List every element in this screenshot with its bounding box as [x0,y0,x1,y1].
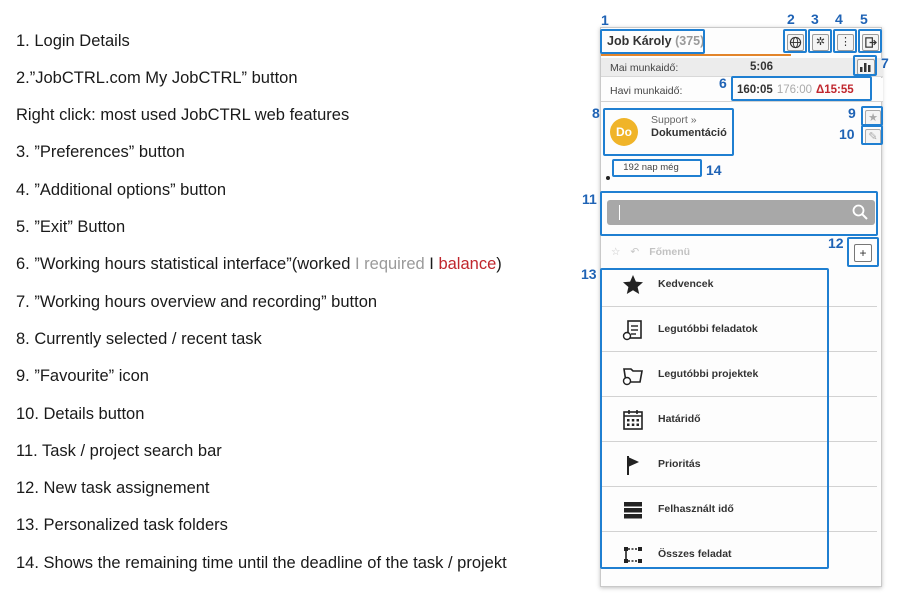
legend-item: 7. ”Working hours overview and recording… [16,293,378,311]
callout-11: 11 [582,191,597,207]
folder-label: Kedvencek [658,278,714,290]
legend-item-6-suffix: ) [496,255,502,273]
folder-label: Összes feladat [658,548,732,560]
favourite-button[interactable]: ★ [865,110,881,126]
hours-required: 176:00 [776,84,812,96]
preferences-button[interactable]: ✲ [812,34,829,51]
folder-favourites[interactable]: Kedvencek [601,263,877,307]
callout-13: 13 [581,266,597,282]
monthly-hours-row: Havi munkaidő: [601,78,883,102]
exit-icon [865,37,877,48]
plus-icon: + [859,246,867,260]
folder-label: Prioritás [658,458,701,470]
user-name: Job Károly [607,34,672,48]
login-details[interactable]: Job Károly (375) [607,34,704,48]
exit-button[interactable] [862,34,879,51]
callout-1: 1 [601,12,609,28]
legend-item: 14. Shows the remaining time until the d… [16,554,507,572]
legend-item: Right click: most used JobCTRL web featu… [16,106,350,124]
nav-row: ☆ ↶ Főmenü [611,246,700,258]
legend-item: 12. New task assignement [16,479,210,497]
new-task-button[interactable]: + [854,244,872,262]
additional-options-button[interactable]: ⋮ [837,34,854,51]
legend-item: 10. Details button [16,405,145,423]
callout-7: 7 [881,55,889,71]
callout-12: 12 [828,235,844,251]
legend-item-6-required: I required [354,255,430,273]
folder-label: Határidő [658,413,701,425]
folder-deadline[interactable]: Határidő [601,398,877,442]
legend-item: 8. Currently selected / recent task [16,330,262,348]
bar-chart-icon [860,63,871,72]
callout-3: 3 [811,11,819,27]
callout-9: 9 [848,105,856,121]
details-button[interactable]: ✎ [865,129,881,145]
folder-label: Felhasznált idő [658,503,734,515]
folder-priority[interactable]: Prioritás [601,443,877,487]
jobctrl-widget: Job Károly (375) ✲ ⋮ Mai munkaidő: 5:06 … [600,27,883,587]
legend-item: 9. ”Favourite” icon [16,367,149,385]
legend-item: 2.”JobCTRL.com My JobCTRL” button [16,69,298,87]
folder-label: Legutóbbi projektek [658,368,759,380]
legend-item-6-balance: balance [438,255,497,273]
search-icon[interactable] [851,203,869,221]
legend-item: 13. Personalized task folders [16,516,228,534]
gear-icon: ✲ [815,36,826,48]
calendar-icon [623,410,643,430]
callout-5: 5 [860,11,868,27]
legend-item-6-prefix: 6. ”Working hours statistical interface”… [16,255,355,273]
legend-item: 1. Login Details [16,32,130,50]
monthly-hours-label: Havi munkaidő: [610,85,683,97]
callout-2: 2 [787,11,795,27]
back-icon[interactable]: ↶ [630,246,640,258]
hours-worked: 160:05 [737,84,773,96]
progress-bar [601,54,791,56]
folder-label: Legutóbbi feladatok [658,323,758,335]
tree-icon [624,547,642,563]
legend-item: 4. ”Additional options” button [16,181,227,199]
daily-hours-value: 5:06 [750,61,774,73]
task-project-link[interactable]: Support » [651,114,697,126]
server-icon [624,502,642,519]
hours-balance: Δ15:55 [816,84,854,96]
callout-4: 4 [835,11,843,27]
callout-14: 14 [706,162,722,178]
folder-recent-projects[interactable]: Legutóbbi projektek [601,353,877,397]
star-icon [623,275,643,294]
current-task[interactable]: Do Support » Dokumentáció [607,111,733,154]
main-menu-label[interactable]: Főmenü [649,246,691,258]
deadline-remaining: 192 nap még [615,162,687,176]
flag-icon [627,456,639,475]
daily-hours-row: Mai munkaidő: 5:06 [601,58,883,77]
callout-10: 10 [839,126,855,142]
task-name: Dokumentáció [651,127,727,139]
legend-item: 11. Task / project search bar [16,442,222,460]
home-star-icon[interactable]: ☆ [611,246,621,258]
text-cursor [619,205,620,220]
globe-icon [789,36,802,49]
recent-tasks-icon [622,320,642,341]
legend-item: 3. ”Preferences” button [16,143,185,161]
more-vertical-icon: ⋮ [840,36,851,48]
recent-projects-icon [622,368,643,386]
legend-item-6: 6. ”Working hours statistical interface”… [16,254,502,274]
callout-8: 8 [592,105,600,121]
working-hours-overview-button[interactable] [857,59,875,75]
pencil-icon: ✎ [868,131,878,143]
user-task-count: (375) [675,34,705,48]
folder-used-time[interactable]: Felhasznált idő [601,488,877,532]
task-avatar: Do [610,118,638,146]
callout-6: 6 [719,75,727,91]
star-icon: ★ [868,112,878,124]
folder-recent-tasks[interactable]: Legutóbbi feladatok [601,308,877,352]
legend-item-6-separator: I [429,255,439,273]
task-search-input[interactable] [607,200,875,225]
deadline-marker [606,176,610,180]
legend-item: 5. ”Exit” Button [16,218,126,236]
jobctrl-web-button[interactable] [787,34,804,51]
folder-all-tasks[interactable]: Összes feladat [601,533,877,577]
daily-hours-label: Mai munkaidő: [610,62,679,74]
